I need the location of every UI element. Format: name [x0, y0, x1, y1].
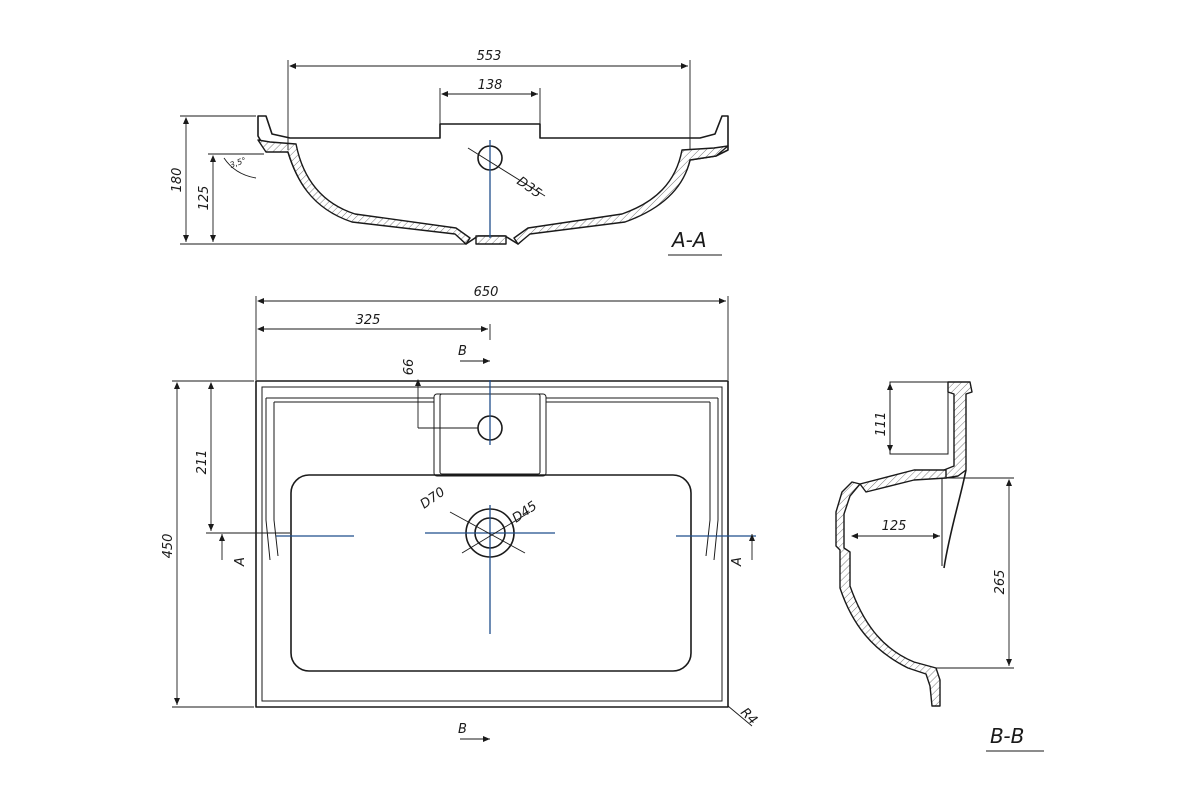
section-a-a-outline	[257, 115, 729, 245]
dim-138: 138	[478, 78, 503, 93]
angle-arc	[223, 157, 257, 179]
dim-180: 180	[170, 168, 185, 193]
section-b-b-inner-curve	[943, 469, 967, 569]
section-b-b-deck	[859, 469, 947, 493]
plan-outline	[255, 380, 729, 708]
leader-line	[449, 511, 526, 554]
section-a-a-drain	[475, 235, 507, 245]
dim-211: 211	[195, 450, 210, 475]
plan-inner-outline	[261, 386, 723, 702]
section-label-bb: B-B	[990, 724, 1024, 748]
cut-b-bottom: B	[458, 722, 467, 737]
dim-125: 125	[197, 186, 212, 211]
section-label-aa: A-A	[670, 228, 707, 252]
label-r4: R4	[737, 705, 760, 728]
cut-a-left: A	[233, 557, 248, 567]
dim-450: 450	[161, 534, 176, 559]
back-wall	[889, 381, 949, 455]
section-b-b: 111 125 265 B-B	[835, 381, 1044, 752]
leader-line	[727, 705, 753, 727]
section-a-a-wall-left	[257, 139, 471, 245]
dim-66: 66	[402, 359, 417, 376]
leader-line	[467, 147, 546, 197]
section-a-a-wall-right	[513, 145, 729, 245]
leader-line	[461, 511, 531, 554]
bowl	[290, 474, 692, 672]
label-d45: D45	[510, 499, 540, 527]
section-a-a: D35 553 138 180 125 3,5° A-A	[170, 49, 729, 256]
dim-650: 650	[474, 285, 499, 300]
rim-line	[265, 397, 434, 561]
label-d70: D70	[418, 485, 448, 513]
dim-265: 265	[993, 570, 1008, 595]
rim-line	[546, 397, 719, 561]
angle-label: 3,5°	[229, 156, 248, 170]
dim-125-side: 125	[882, 519, 907, 534]
section-b-b-rim	[943, 381, 973, 479]
plan-view: 66 D70 D45 650 325 450 211 R4	[161, 285, 760, 742]
cut-b-top: B	[458, 344, 467, 359]
cut-a-right: A	[730, 557, 745, 567]
dim-553: 553	[477, 49, 502, 64]
dim-325: 325	[356, 313, 381, 328]
dim-111: 111	[874, 412, 889, 437]
label-d35: D35	[514, 174, 544, 202]
section-b-b-bowl	[835, 481, 941, 707]
